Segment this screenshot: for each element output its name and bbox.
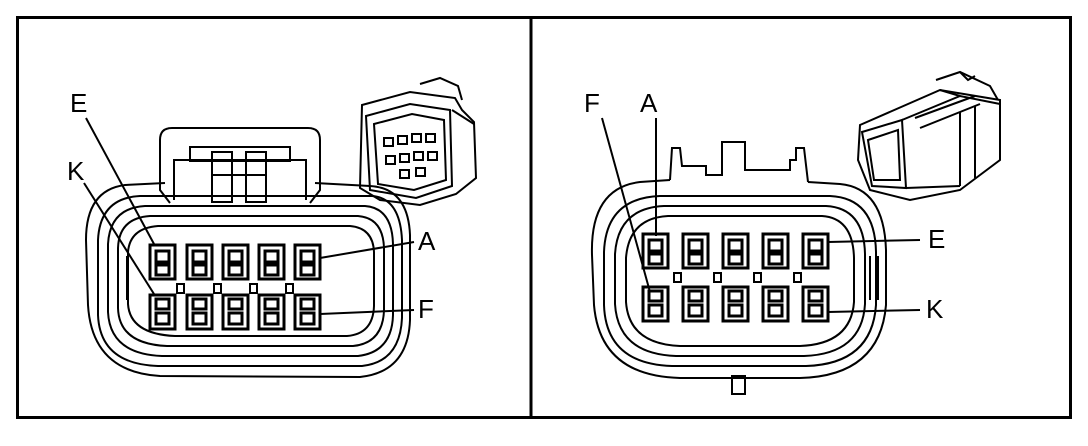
left-pin-label-f: F	[418, 294, 434, 324]
right-bottom-stub	[731, 375, 746, 395]
left-pin-label-e: E	[70, 88, 87, 118]
right-cavity-grid	[641, 232, 830, 323]
right-pin-label-e: E	[928, 224, 945, 254]
right-latch	[669, 141, 809, 183]
left-cavity-grid	[148, 243, 322, 331]
left-top-row	[148, 243, 322, 281]
left-latch	[159, 127, 321, 204]
left-connector-thumbnail	[358, 76, 478, 207]
left-pin-label-k: K	[67, 156, 85, 186]
right-pin-label-k: K	[926, 294, 944, 324]
left-pin-label-a: A	[418, 226, 436, 256]
right-connector-thumbnail	[856, 70, 1001, 202]
left-panel: E K A F	[67, 76, 478, 379]
right-pin-label-f: F	[584, 88, 600, 118]
figure-frame	[16, 16, 1072, 419]
left-bottom-row	[148, 293, 322, 331]
right-housing	[590, 179, 887, 379]
right-pin-label-a: A	[640, 88, 658, 118]
left-polarization-keys	[176, 283, 294, 294]
right-polarization-keys	[673, 272, 802, 283]
left-leader-lines	[83, 117, 415, 315]
right-bottom-row	[641, 285, 830, 323]
right-leader-lines	[601, 117, 921, 313]
left-housing	[84, 182, 411, 379]
right-panel: F A E K	[584, 70, 1001, 395]
